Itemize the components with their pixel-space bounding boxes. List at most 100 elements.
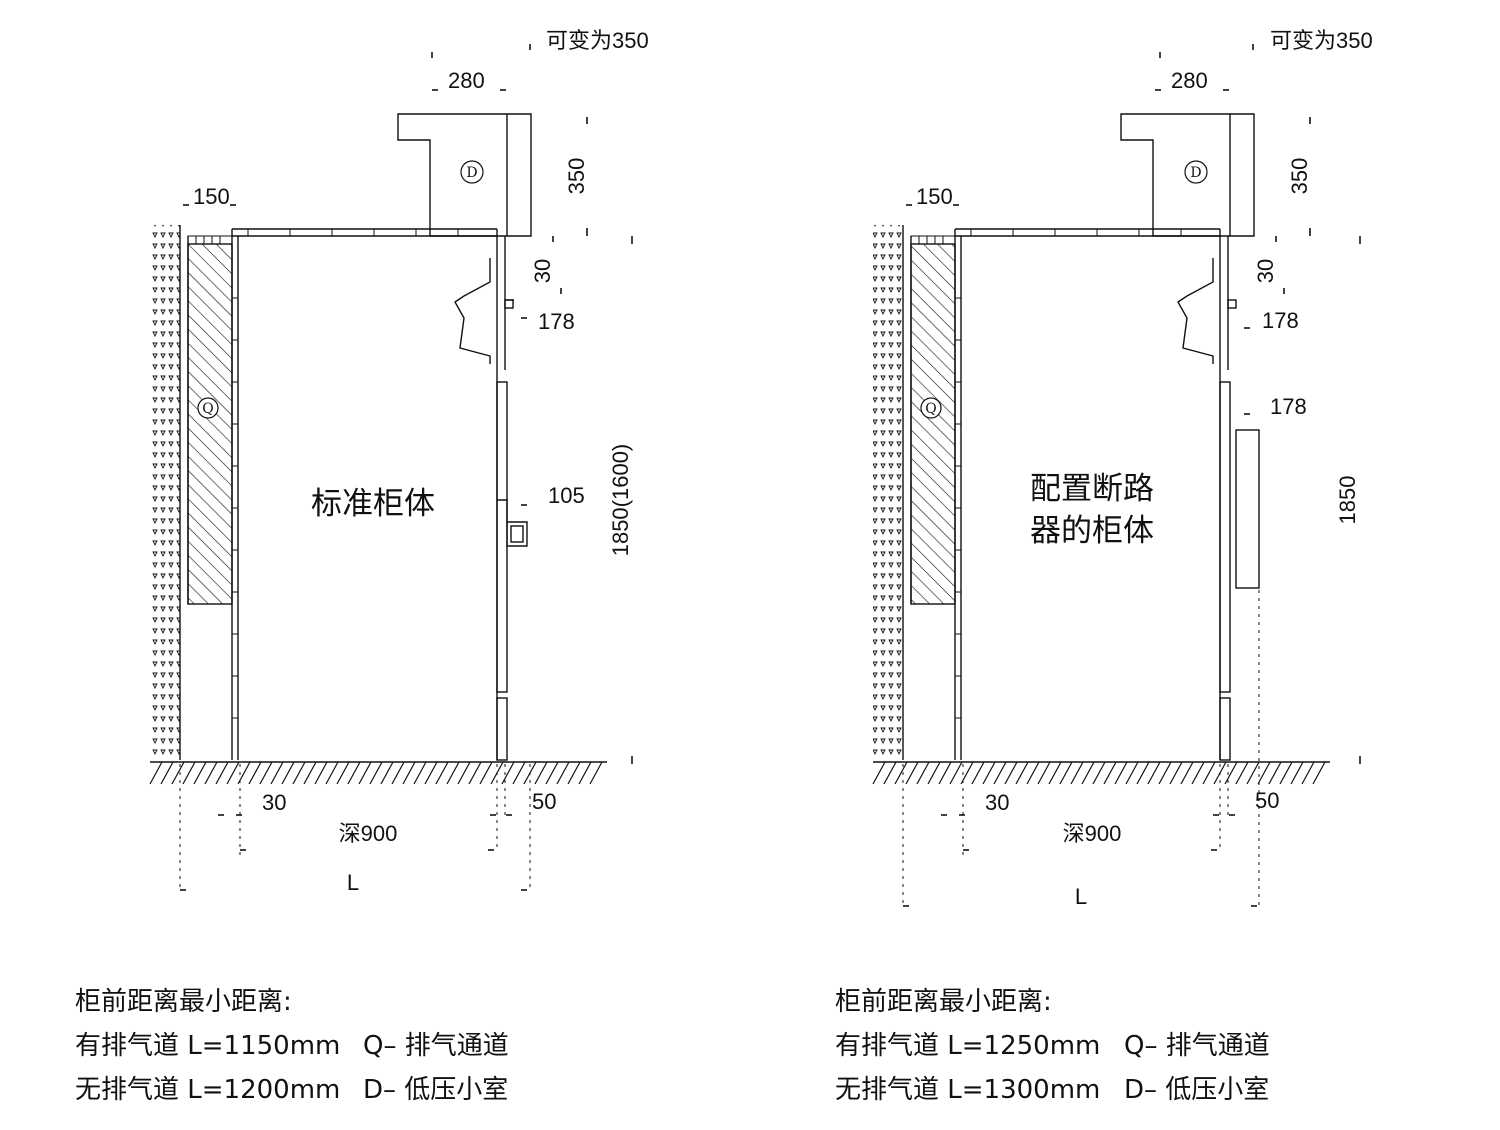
floor-hatch-line — [1180, 761, 1194, 785]
floor-hatch-line — [1136, 761, 1150, 785]
right-upper-bracket — [1177, 258, 1214, 364]
right-d-label: D — [1190, 165, 1201, 181]
right-caption-exhaust: 有排气道 L=1250mm — [835, 1031, 1100, 1061]
floor-hatch-line — [1257, 761, 1271, 785]
floor-hatch-line — [281, 761, 295, 785]
left-floor — [149, 761, 607, 785]
floor-hatch-line — [171, 761, 185, 785]
right-d-marker — [1184, 160, 1208, 184]
left-lower-panel — [496, 697, 508, 761]
right-dim-L: L — [1075, 884, 1087, 909]
floor-hatch-line — [314, 761, 328, 785]
floor-hatch-line — [1037, 761, 1051, 785]
floor-hatch-line — [1103, 761, 1117, 785]
right-dim-150: 150 — [916, 184, 953, 209]
right-cabinet-top — [954, 228, 1220, 237]
floor-hatch-line — [479, 761, 493, 785]
floor-hatch-line — [160, 761, 174, 785]
floor-hatch-line — [534, 761, 548, 785]
floor-hatch-line — [413, 761, 427, 785]
left-dim-150: 150 — [193, 184, 230, 209]
floor-hatch-line — [303, 761, 317, 785]
floor-hatch-line — [380, 761, 394, 785]
left-lv-box: D — [397, 113, 532, 237]
floor-hatch-line — [927, 761, 941, 785]
left-dim-280: 280 — [448, 68, 485, 93]
left-q-marker — [197, 397, 219, 419]
floor-hatch-line — [1312, 761, 1326, 785]
floor-hatch-line — [1048, 761, 1062, 785]
left-dim-105: 105 — [548, 483, 585, 508]
right-exhaust-channel — [910, 243, 956, 605]
right-lower-panel — [1219, 697, 1231, 761]
right-dim-depth: 深900 — [1063, 821, 1122, 846]
floor-hatch-line — [204, 761, 218, 785]
left-q-label: Q — [202, 401, 213, 417]
right-door-panel — [1219, 381, 1231, 693]
right-dim-350: 350 — [1287, 158, 1312, 195]
left-dim-bottom-50: 50 — [532, 789, 556, 814]
left-dim-height: 1850(1600) — [608, 444, 633, 557]
left-dim-30-v: 30 — [530, 259, 555, 283]
floor-hatch-line — [905, 761, 919, 785]
floor-hatch-line — [1092, 761, 1106, 785]
floor-hatch-line — [424, 761, 438, 785]
left-caption-exhaust: 有排气道 L=1150mm — [75, 1031, 340, 1061]
floor-hatch-line — [1026, 761, 1040, 785]
right-cabinet-label-1: 配置断路 — [1030, 471, 1154, 507]
right-dim-bottom-30: 30 — [985, 790, 1009, 815]
floor-hatch-line — [1070, 761, 1084, 785]
floor-hatch-line — [567, 761, 581, 785]
floor-hatch-line — [457, 761, 471, 785]
floor-hatch-line — [226, 761, 240, 785]
left-diagram: Q — [75, 28, 649, 1105]
right-caption-title: 柜前距离最小距离: — [835, 987, 1052, 1017]
floor-hatch-line — [1290, 761, 1304, 785]
right-breaker-panel — [1235, 429, 1260, 589]
floor-hatch-line — [501, 761, 515, 785]
left-dim-178: 178 — [538, 309, 575, 334]
right-q-marker — [920, 397, 942, 419]
floor-hatch-line — [1169, 761, 1183, 785]
floor-hatch-line — [1191, 761, 1205, 785]
floor-hatch-line — [545, 761, 559, 785]
right-dim-height: 1850 — [1335, 476, 1360, 525]
floor-hatch-line — [971, 761, 985, 785]
floor-hatch-line — [446, 761, 460, 785]
floor-hatch-line — [1125, 761, 1139, 785]
floor-hatch-line — [1114, 761, 1128, 785]
floor-hatch-line — [358, 761, 372, 785]
floor-hatch-line — [1268, 761, 1282, 785]
left-caption-no-exhaust: 无排气道 L=1200mm — [75, 1075, 340, 1105]
right-wall — [873, 225, 903, 760]
right-floor — [872, 761, 1330, 785]
floor-hatch-line — [1246, 761, 1260, 785]
floor-hatch-line — [259, 761, 273, 785]
right-cabinet-label-2: 器的柜体 — [1030, 513, 1154, 549]
left-caption-title: 柜前距离最小距离: — [75, 987, 292, 1017]
floor-hatch-line — [512, 761, 526, 785]
floor-hatch-line — [182, 761, 196, 785]
floor-hatch-line — [248, 761, 262, 785]
left-caption-d: D– 低压小室 — [363, 1075, 508, 1105]
floor-hatch-line — [468, 761, 482, 785]
floor-hatch-line — [1235, 761, 1249, 785]
floor-hatch-line — [993, 761, 1007, 785]
floor-hatch-line — [369, 761, 383, 785]
left-dim-350: 350 — [564, 158, 589, 195]
right-lv-box: D — [1120, 113, 1255, 237]
left-dim-bottom-30: 30 — [262, 790, 286, 815]
right-dim-280: 280 — [1171, 68, 1208, 93]
right-caption-d: D– 低压小室 — [1124, 1075, 1269, 1105]
left-d-label: D — [466, 165, 477, 181]
floor-hatch-line — [292, 761, 306, 785]
left-wall — [150, 225, 180, 760]
floor-hatch-line — [435, 761, 449, 785]
left-exhaust-channel — [187, 243, 233, 605]
floor-hatch-line — [556, 761, 570, 785]
left-upper-bracket — [454, 258, 491, 364]
floor-hatch-line — [193, 761, 207, 785]
floor-hatch-line — [589, 761, 603, 785]
